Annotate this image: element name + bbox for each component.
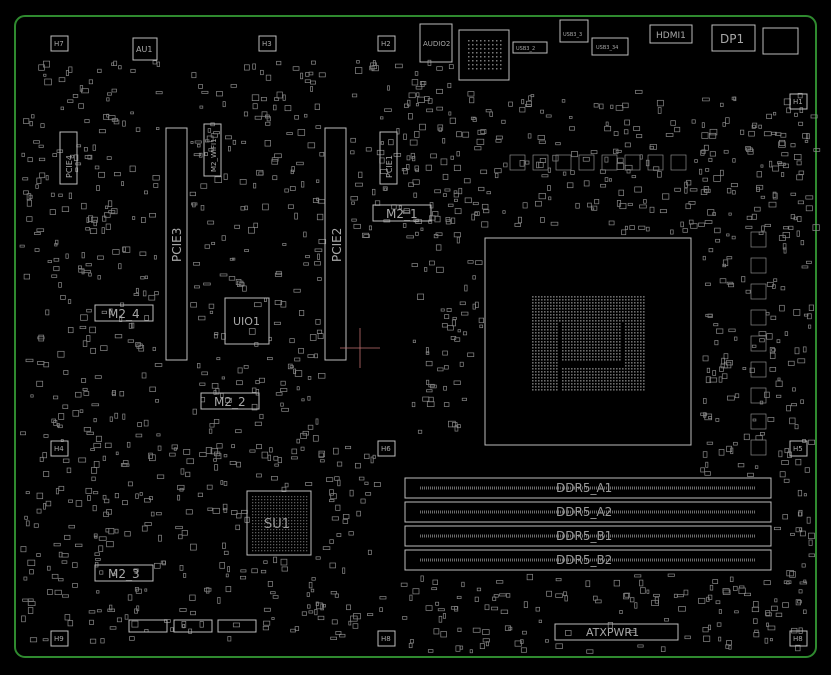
m2-wifi-slot[interactable]: M2_WIFI1 [203, 123, 222, 177]
au1-label: AU1 [136, 45, 152, 54]
usb-label-2: USB3_3 [563, 32, 582, 38]
uio1-chip[interactable]: UIO1 [224, 297, 270, 345]
mount-hole-h4: H4 [50, 440, 69, 457]
h3-label: H3 [262, 40, 272, 48]
ddr5-a2-slot[interactable]: DDR5_A2 [404, 501, 772, 523]
ddr5-a1-label: DDR5_A1 [556, 481, 612, 495]
h6-label: H6 [381, 445, 391, 453]
pcie3-slot[interactable]: PCIE3 [165, 127, 188, 361]
com-header[interactable] [762, 27, 799, 55]
mount-hole-h1: H1 [789, 93, 808, 110]
m2-2-slot[interactable]: M2_2 [200, 392, 260, 410]
h8b-label: H8 [381, 635, 391, 643]
usb-connector-3[interactable]: USB3_34 [591, 37, 629, 56]
mount-hole-h9: H9 [50, 630, 69, 647]
usb-label-3: USB3_34 [596, 45, 618, 51]
fan-header-3[interactable] [217, 619, 257, 633]
dp-connector[interactable]: DP1 [711, 24, 756, 52]
m2-2-label: M2_2 [214, 395, 246, 409]
m2-wifi-label: M2_WIFI1 [210, 138, 218, 172]
m2-1-label: M2_1 [386, 207, 418, 221]
ddr5-a1-slot[interactable]: DDR5_A1 [404, 477, 772, 499]
pcie1-label: PCIE1 [385, 155, 394, 178]
board-outline [14, 15, 817, 658]
ddr5-b2-slot[interactable]: DDR5_B2 [404, 549, 772, 571]
h2-label: H2 [381, 40, 391, 48]
au1-chip[interactable]: AU1 [132, 37, 158, 61]
mount-hole-h3: H3 [258, 35, 277, 52]
h5-label: H5 [793, 445, 803, 453]
m2-1-slot[interactable]: M2_1 [372, 204, 432, 222]
m2-4-slot[interactable]: M2_4 [94, 304, 154, 322]
h7-label: H7 [54, 40, 64, 48]
ddr5-b1-slot[interactable]: DDR5_B1 [404, 525, 772, 547]
m2-3-slot[interactable]: M2_3 [94, 564, 154, 582]
hdmi-connector[interactable]: HDMI1 [649, 24, 693, 44]
smd-components [19, 59, 821, 654]
cpu-socket[interactable] [484, 237, 692, 446]
h8-label: H8 [793, 635, 803, 643]
fan-header-2[interactable] [173, 619, 213, 633]
m2-4-label: M2_4 [108, 307, 140, 321]
su1-chipset[interactable]: SU1 [246, 490, 312, 556]
mount-hole-h6: H6 [377, 440, 396, 457]
ddr5-a2-label: DDR5_A2 [556, 505, 612, 519]
ddr5-b2-label: DDR5_B2 [556, 553, 612, 567]
usb-connector-2[interactable]: USB3_3 [559, 19, 589, 43]
pcie3-label: PCIE3 [170, 228, 184, 262]
fan-header-1[interactable] [128, 619, 168, 633]
atx-power-connector[interactable]: ATXPWR1 [554, 623, 679, 641]
su1-label: SU1 [264, 517, 290, 532]
pcie2-slot[interactable]: PCIE2 [324, 127, 347, 361]
pcie1-slot[interactable]: PCIE1 [379, 131, 398, 185]
mount-hole-h7: H7 [50, 35, 69, 52]
lan-connector[interactable] [458, 29, 510, 81]
mount-hole-h5: H5 [789, 440, 808, 457]
pcie4-label: PCIE4 [65, 155, 74, 178]
hdmi-label: HDMI1 [656, 31, 686, 41]
audio2-connector[interactable]: AUDIO2 [419, 23, 453, 63]
h4-label: H4 [54, 445, 64, 453]
h1-label: H1 [793, 98, 803, 106]
dp-label: DP1 [720, 32, 744, 46]
usb-label-1: USB3_2 [516, 46, 535, 52]
mount-hole-h8: H8 [789, 630, 808, 647]
atx-power-label: ATXPWR1 [586, 626, 639, 639]
mount-hole-h8b: H8 [377, 630, 396, 647]
usb-connector-1[interactable]: USB3_2 [512, 41, 548, 54]
m2-3-label: M2_3 [108, 567, 140, 581]
crosshair-cursor [340, 328, 380, 368]
audio2-label: AUDIO2 [423, 40, 450, 48]
ddr5-b1-label: DDR5_B1 [556, 529, 612, 543]
uio1-label: UIO1 [233, 315, 260, 328]
h9-label: H9 [54, 635, 64, 643]
pcie4-slot[interactable]: PCIE4 [59, 131, 78, 185]
mount-hole-h2: H2 [377, 35, 396, 52]
pcie2-label: PCIE2 [330, 228, 344, 262]
